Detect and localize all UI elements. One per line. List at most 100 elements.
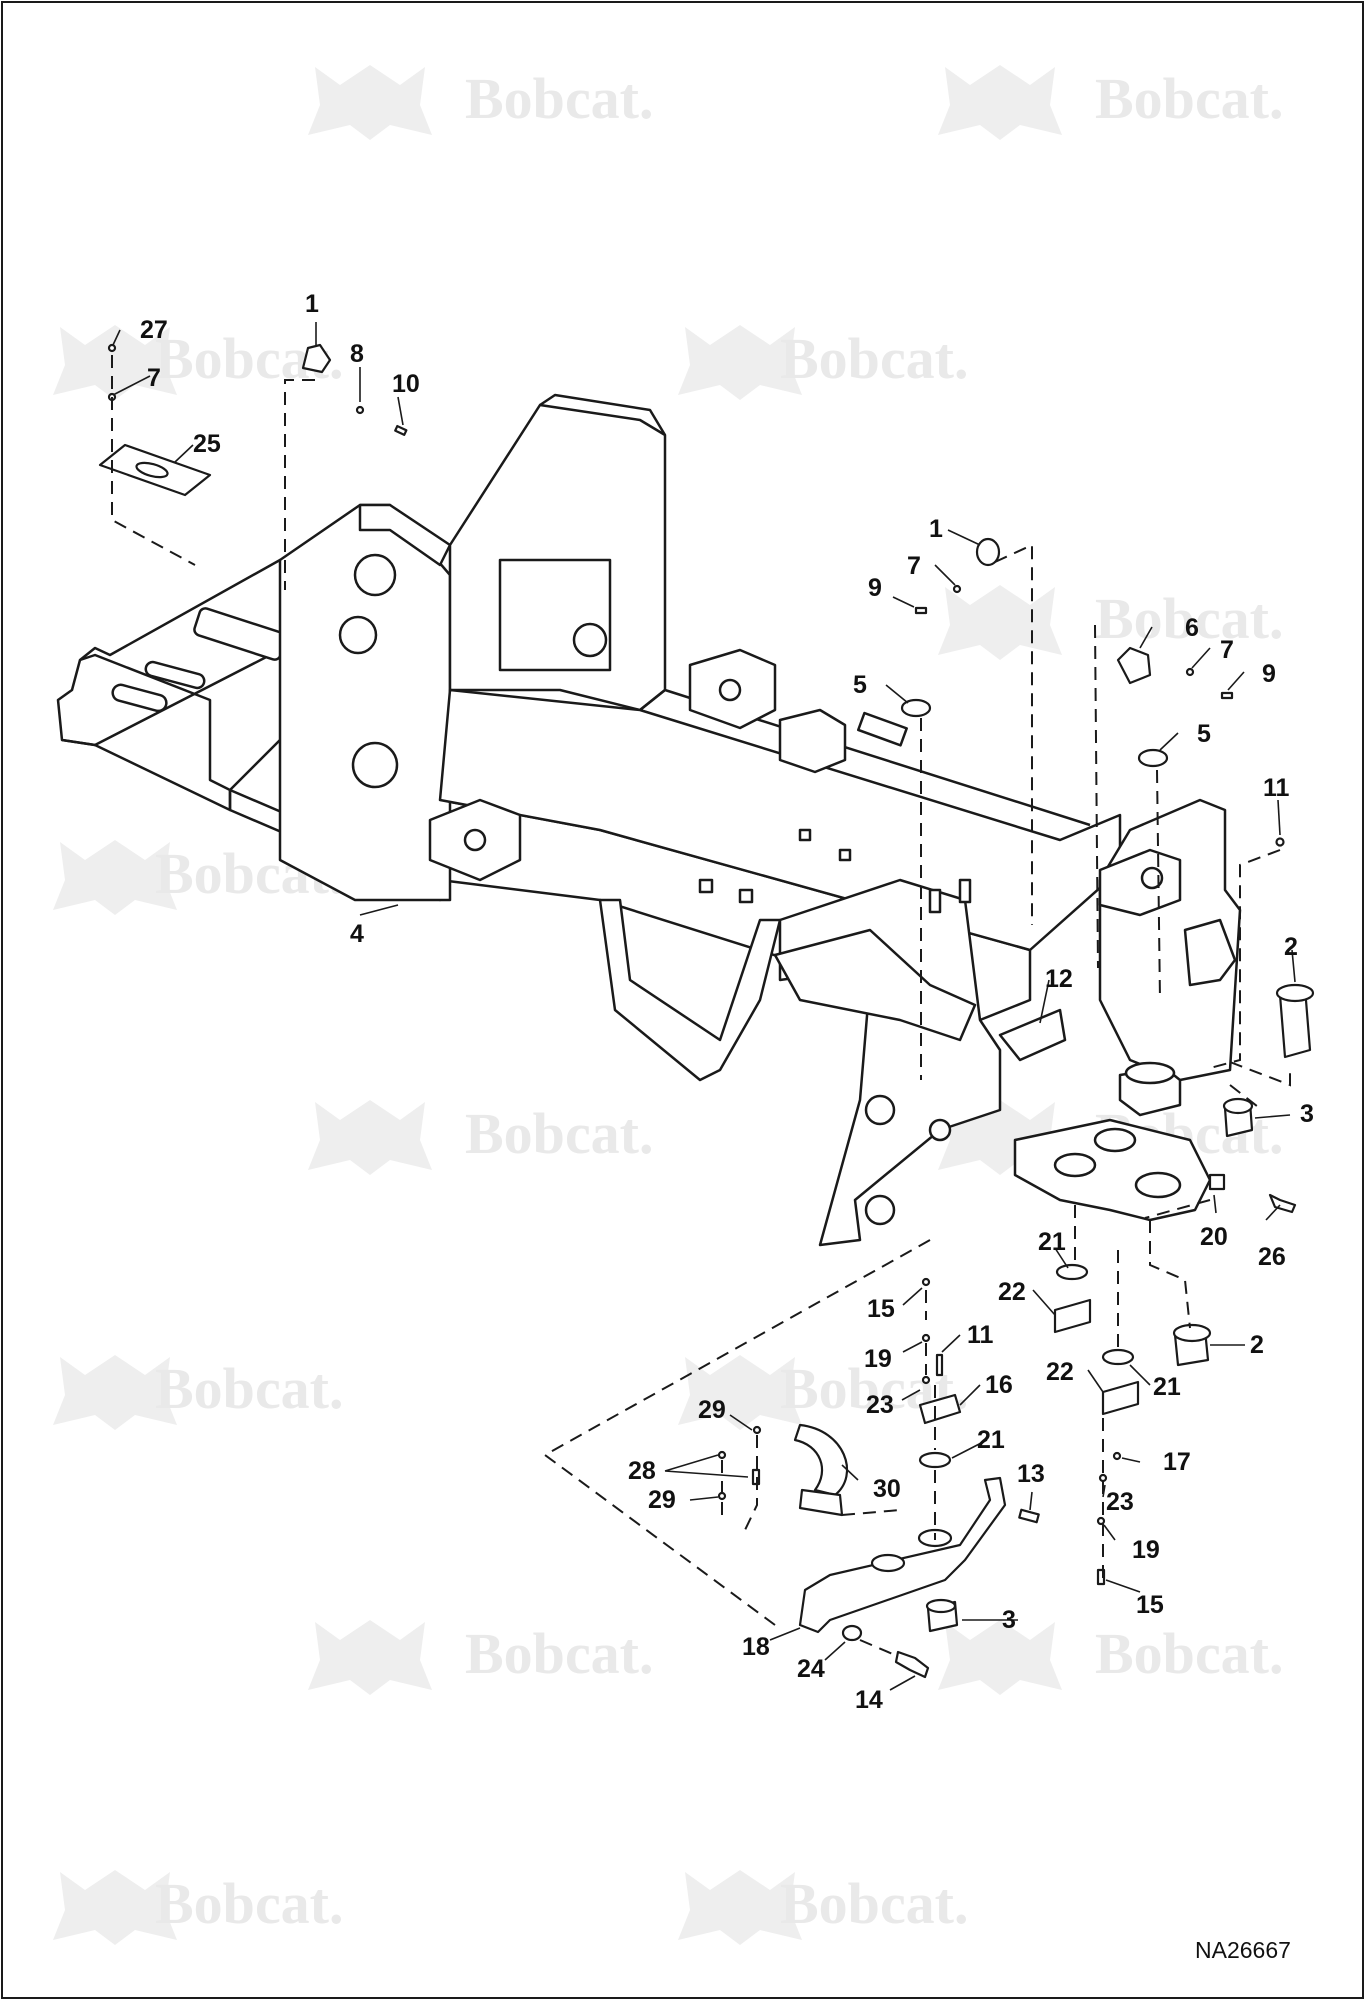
front-top-wedge — [773, 928, 977, 1042]
washer-23 — [921, 1375, 931, 1385]
clamp-30 — [793, 1423, 849, 1497]
callout-label: 15 — [1136, 1591, 1164, 1619]
grommet-5 — [900, 698, 932, 718]
watermark-text: Bobcat. — [465, 1101, 654, 1166]
pivot-boss — [338, 615, 378, 655]
cross-boss — [572, 622, 608, 658]
bolt-9-far — [1220, 691, 1234, 700]
callout-label: 8 — [350, 340, 364, 368]
right-tower-top — [1098, 848, 1182, 917]
callout-label: 13 — [1017, 1460, 1045, 1488]
callout-label: 30 — [873, 1475, 901, 1503]
bushing-2-lower-top — [1172, 1323, 1212, 1343]
bobcat-logo-watermark — [938, 585, 1062, 660]
pad-22 — [1101, 1380, 1140, 1416]
bolt-9-right — [914, 606, 928, 615]
callout-labels: 1 27 8 10 7 25 1 7 9 6 7 9 5 5 11 4 2 12… — [140, 290, 1314, 1714]
bobcat-logo-watermark — [308, 65, 432, 140]
washer-8 — [355, 405, 365, 415]
callout-label: 10 — [392, 370, 420, 398]
callout-label: 25 — [193, 430, 221, 458]
washer-24 — [841, 1624, 863, 1642]
callout-label: 23 — [1106, 1488, 1134, 1516]
bushing-2-upper-top — [1275, 983, 1315, 1003]
callout-label: 18 — [742, 1633, 770, 1661]
callout-label: 5 — [853, 671, 867, 699]
platform-bushing — [1093, 1127, 1137, 1153]
front-hole — [864, 1094, 896, 1126]
pad-22 — [1053, 1298, 1092, 1334]
callout-label: 19 — [864, 1345, 892, 1373]
washer-19-right — [1096, 1516, 1106, 1526]
pin-13 — [1018, 1508, 1040, 1524]
bushing-3-lower-top — [925, 1598, 957, 1614]
callout-label: 14 — [855, 1686, 883, 1714]
washer-7-far — [1185, 667, 1195, 677]
watermark-text: Bobcat. — [1095, 66, 1284, 131]
bobcat-logo-watermark — [938, 65, 1062, 140]
callout-label: 27 — [140, 316, 168, 344]
callout-label: 22 — [1046, 1358, 1074, 1386]
callout-label: 15 — [867, 1295, 895, 1323]
plate-16 — [918, 1393, 962, 1425]
bobcat-logo-watermark — [53, 840, 177, 915]
watermark-text: Bobcat. — [780, 326, 969, 391]
pivot-bushing-top — [1124, 1061, 1176, 1085]
bobcat-logo-watermark — [938, 1620, 1062, 1695]
cross-panel — [498, 558, 612, 672]
nut-29 — [752, 1425, 762, 1435]
arm-mount-hole — [718, 678, 742, 702]
callout-label: 28 — [628, 1457, 656, 1485]
callout-label: 1 — [305, 290, 319, 318]
loose-parts — [98, 343, 1315, 1679]
bobcat-logo-watermark — [53, 325, 177, 400]
watermark-text: Bobcat. — [1095, 1621, 1284, 1686]
clamp-30-foot — [798, 1488, 844, 1517]
washer-19 — [921, 1333, 931, 1343]
deck-plate — [856, 711, 908, 747]
watermark-text: Bobcat. — [465, 66, 654, 131]
callout-label: 11 — [1263, 774, 1290, 802]
callout-label: 2 — [1250, 1331, 1264, 1359]
deck-plate — [798, 828, 812, 842]
callout-label: 17 — [1163, 1448, 1191, 1476]
screw-15 — [921, 1277, 931, 1287]
plate-12 — [998, 1008, 1067, 1062]
crossmember-top — [539, 393, 667, 436]
deck-plate — [928, 888, 942, 914]
arm-bushing — [870, 1553, 906, 1573]
callout-label: 7 — [1220, 636, 1234, 664]
bolt-26 — [1268, 1193, 1297, 1214]
front-plate — [778, 878, 1002, 1247]
rear-left-side — [61, 653, 232, 812]
washer-21 — [1101, 1348, 1135, 1366]
assembly-lines — [111, 355, 1291, 1656]
callout-label: 9 — [1262, 660, 1276, 688]
watermark-layer: Bobcat. Bobcat. Bobcat. Bobcat. Bobcat. … — [53, 65, 1284, 1945]
washer-23-right — [1098, 1473, 1108, 1483]
callout-label: 11 — [967, 1321, 994, 1349]
watermark-text: Bobcat. — [465, 1621, 654, 1686]
deck-plate — [838, 848, 852, 862]
callout-label: 1 — [929, 515, 943, 543]
rear-crossmember — [448, 403, 667, 712]
washer-20 — [1208, 1173, 1226, 1191]
bobcat-logo-watermark — [678, 1355, 802, 1430]
callout-label: 6 — [1185, 614, 1199, 642]
arm-mount-hole — [463, 828, 487, 852]
center-deck-edge — [639, 688, 1091, 827]
watermark-text: Bobcat. — [155, 1356, 344, 1421]
watermark-text: Bobcat. — [780, 1871, 969, 1936]
front-hole — [864, 1194, 896, 1226]
washer-7-right — [952, 584, 962, 594]
callout-label: 9 — [868, 574, 882, 602]
clamp-1-right — [975, 537, 1001, 567]
rear-slot — [144, 660, 206, 690]
callout-label: 24 — [797, 1655, 825, 1683]
callout-label: 5 — [1197, 720, 1211, 748]
steering-arm-18 — [798, 1476, 1007, 1634]
grommet-5-right — [1137, 748, 1169, 768]
bobcat-logo-watermark — [308, 1620, 432, 1695]
